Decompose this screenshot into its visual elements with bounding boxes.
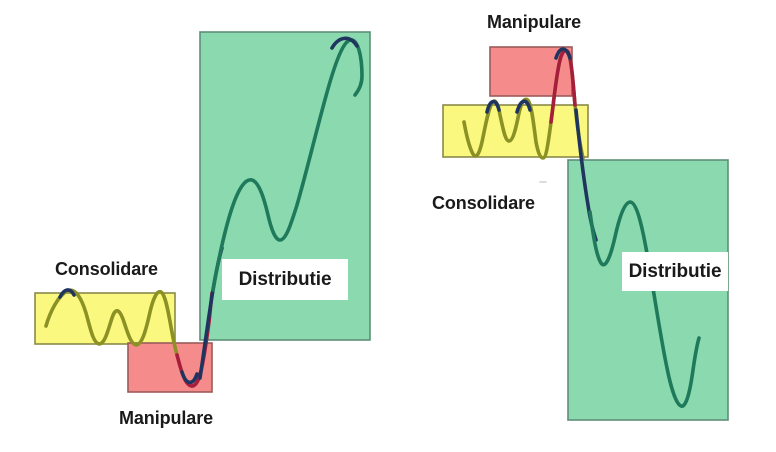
left-curve-navy-trough bbox=[180, 370, 199, 385]
right-curve-navy-peak-c bbox=[554, 47, 572, 60]
left-consolidation-label: Consolidare bbox=[55, 259, 158, 279]
left-distribution-label: Distributie bbox=[222, 259, 348, 300]
right-manipulation-label: Manipulare bbox=[487, 12, 582, 32]
left-curve-distribution bbox=[211, 38, 364, 292]
right-curve-navy-peak-b bbox=[515, 99, 532, 114]
right-curve-manipulation bbox=[549, 48, 577, 124]
right-curve-navy-peak-a bbox=[485, 99, 501, 114]
left-manipulation-label: Manipulare bbox=[119, 408, 214, 428]
left-curve-navy-top bbox=[330, 36, 359, 50]
left-manipulation-zone bbox=[127, 342, 213, 393]
right-manipulation-zone bbox=[489, 46, 573, 97]
left-curve-navy-peak bbox=[58, 288, 76, 299]
right-distribution-label: Distributie bbox=[622, 252, 728, 291]
right-consolidation-label: Consolidare bbox=[432, 193, 535, 213]
left-curve-consolidation bbox=[44, 288, 179, 357]
